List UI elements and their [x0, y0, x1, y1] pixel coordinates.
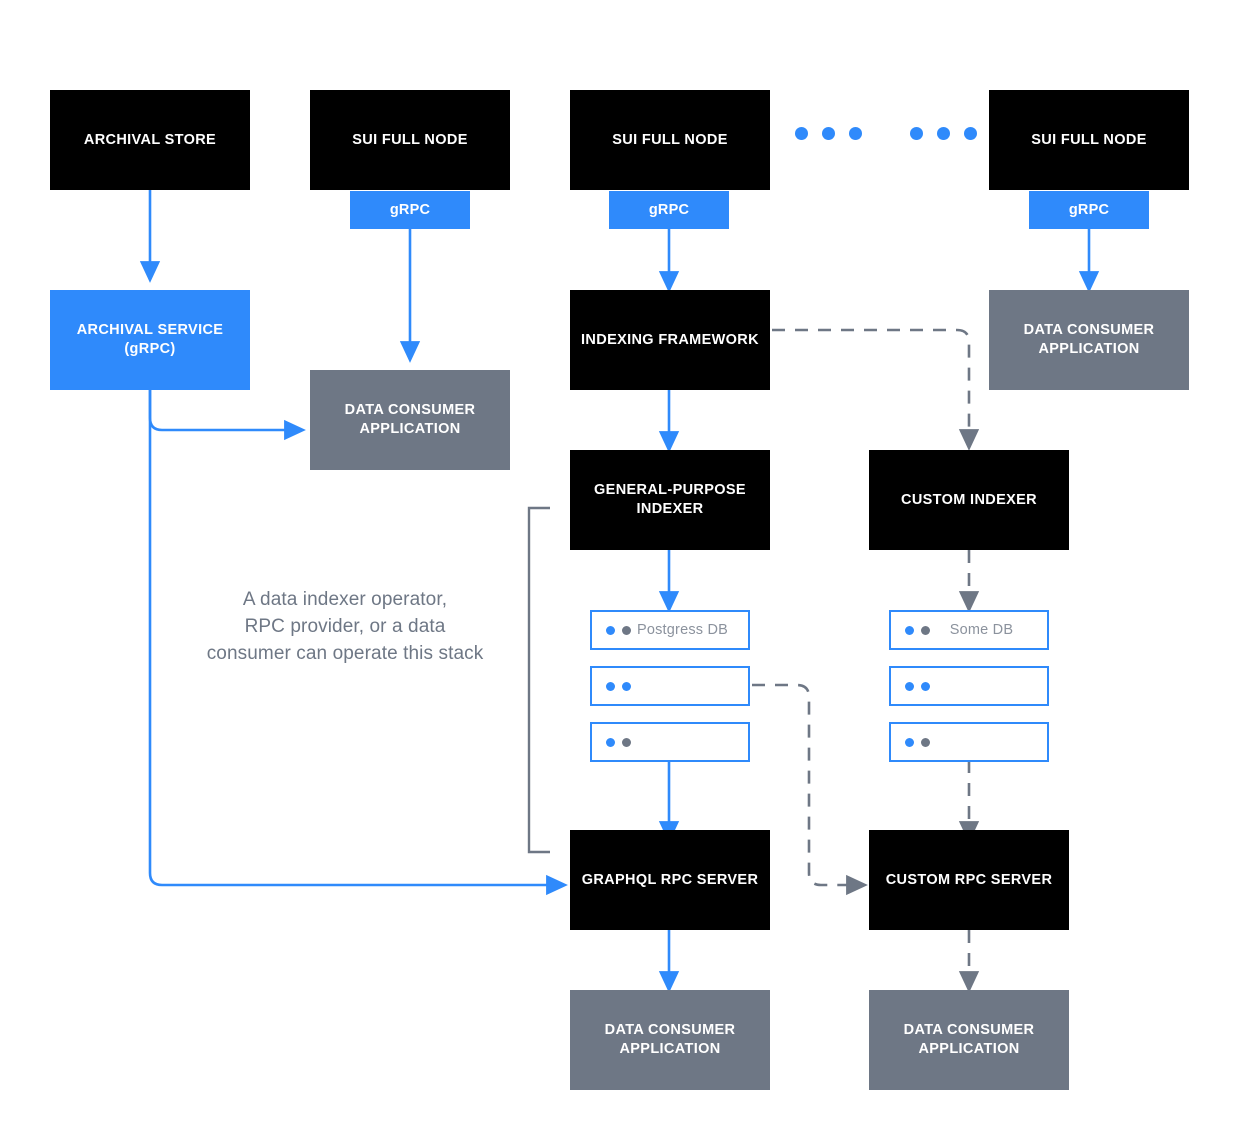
db-dot-gray-icon: [921, 625, 930, 635]
db-dot-blue-icon: [921, 681, 930, 691]
node-sui-full-node-1-label: SUI FULL NODE: [352, 131, 468, 148]
node-graphql-rpc-server[interactable]: GRAPHQL RPC SERVER: [570, 830, 770, 930]
node-archival-service[interactable]: ARCHIVAL SERVICE (gRPC): [50, 290, 250, 390]
node-sui-full-node-3[interactable]: SUI FULL NODE: [989, 90, 1189, 190]
ellipsis-dot: [822, 127, 835, 140]
ellipsis-dot: [937, 127, 950, 140]
stack-bracket: [527, 506, 550, 854]
node-archival-store-label: ARCHIVAL STORE: [83, 131, 217, 148]
db-row-label: Some DB: [949, 622, 1014, 638]
node-data-consumer-left-label: DATA CONSUMER APPLICATION: [344, 402, 476, 437]
ellipsis-dot: [795, 127, 808, 140]
badge-grpc-1-label: gRPC: [389, 202, 431, 218]
stack-annotation-line3: consumer can operate this stack: [206, 642, 484, 664]
db-status-dots: [905, 681, 930, 691]
badge-grpc-3[interactable]: gRPC: [1029, 191, 1149, 229]
db-dot-blue-icon: [622, 681, 631, 691]
node-custom-rpc-server[interactable]: CUSTOM RPC SERVER: [869, 830, 1069, 930]
db-row-label: Postgress DB: [636, 622, 729, 638]
node-sui-full-node-2[interactable]: SUI FULL NODE: [570, 90, 770, 190]
node-custom-rpc-server-label: CUSTOM RPC SERVER: [885, 871, 1053, 888]
node-custom-indexer[interactable]: CUSTOM INDEXER: [869, 450, 1069, 550]
node-data-consumer-right-top-label: DATA CONSUMER APPLICATION: [1023, 322, 1155, 357]
db-dot-blue-icon: [606, 625, 615, 635]
stack-annotation: A data indexer operator, RPC provider, o…: [180, 587, 510, 668]
badge-grpc-1[interactable]: gRPC: [350, 191, 470, 229]
db-dot-gray-icon: [921, 737, 930, 747]
db-row-some-db[interactable]: Some DB: [889, 610, 1049, 650]
db-status-dots: [606, 737, 631, 747]
db-dot-blue-icon: [606, 737, 615, 747]
node-data-consumer-bottom-right[interactable]: DATA CONSUMER APPLICATION: [869, 990, 1069, 1090]
stack-annotation-line1: A data indexer operator,: [242, 589, 448, 610]
node-data-consumer-bottom-right-label: DATA CONSUMER APPLICATION: [903, 1022, 1035, 1057]
node-data-consumer-left[interactable]: DATA CONSUMER APPLICATION: [310, 370, 510, 470]
node-sui-full-node-1[interactable]: SUI FULL NODE: [310, 90, 510, 190]
db-row-postgress[interactable]: Postgress DB: [590, 610, 750, 650]
node-data-consumer-bottom-mid[interactable]: DATA CONSUMER APPLICATION: [570, 990, 770, 1090]
db-row-right-2[interactable]: [889, 666, 1049, 706]
stack-annotation-line2: RPC provider, or a data: [244, 615, 446, 637]
ellipsis-group-2: [910, 127, 977, 140]
ellipsis-group-1: [795, 127, 862, 140]
node-data-consumer-bottom-mid-label: DATA CONSUMER APPLICATION: [604, 1022, 736, 1057]
node-general-purpose-indexer[interactable]: GENERAL-PURPOSE INDEXER: [570, 450, 770, 550]
db-dot-blue-icon: [905, 625, 914, 635]
ellipsis-dot: [910, 127, 923, 140]
node-general-purpose-indexer-label: GENERAL-PURPOSE INDEXER: [594, 482, 746, 517]
node-sui-full-node-3-label: SUI FULL NODE: [1031, 131, 1147, 148]
ellipsis-dot: [964, 127, 977, 140]
node-custom-indexer-label: CUSTOM INDEXER: [901, 491, 1037, 508]
edge-indexing-framework-to-custom-indexer: [772, 328, 980, 451]
node-archival-service-label-line2: (gRPC): [124, 341, 176, 357]
db-dot-blue-icon: [905, 737, 914, 747]
badge-grpc-3-label: gRPC: [1068, 202, 1110, 218]
db-row-right-3[interactable]: [889, 722, 1049, 762]
db-status-dots: [606, 625, 631, 635]
node-graphql-rpc-server-label: GRAPHQL RPC SERVER: [581, 871, 759, 888]
db-status-dots: [905, 737, 930, 747]
db-dot-blue-icon: [606, 681, 615, 691]
db-dot-gray-icon: [622, 737, 631, 747]
db-status-dots: [606, 681, 631, 691]
node-archival-service-label-line1: ARCHIVAL SERVICE: [76, 322, 224, 339]
badge-grpc-2-label: gRPC: [648, 202, 690, 218]
node-indexing-framework-label: INDEXING FRAMEWORK: [581, 331, 759, 348]
db-row-left-3[interactable]: [590, 722, 750, 762]
node-sui-full-node-2-label: SUI FULL NODE: [612, 131, 728, 148]
db-dot-blue-icon: [905, 681, 914, 691]
node-indexing-framework[interactable]: INDEXING FRAMEWORK: [570, 290, 770, 390]
edge-archival-service-branch-right: [148, 390, 306, 441]
db-status-dots: [905, 625, 930, 635]
db-row-left-2[interactable]: [590, 666, 750, 706]
badge-grpc-2[interactable]: gRPC: [609, 191, 729, 229]
node-archival-store[interactable]: ARCHIVAL STORE: [50, 90, 250, 190]
ellipsis-dot: [849, 127, 862, 140]
db-dot-gray-icon: [622, 625, 631, 635]
node-data-consumer-right-top[interactable]: DATA CONSUMER APPLICATION: [989, 290, 1189, 390]
